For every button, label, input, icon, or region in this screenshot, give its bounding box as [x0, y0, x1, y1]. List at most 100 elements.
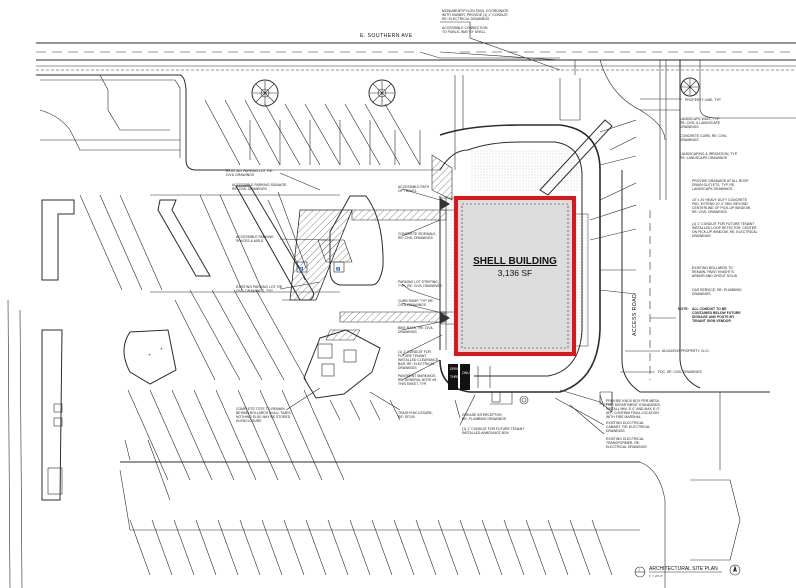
note-landscaping-irrigation: LANDSCAPING & IRRIGATION, TYP. RE: LANDS… — [680, 152, 738, 160]
svg-text:LANDSCAPING & IRRIGATION, TYP.: LANDSCAPING & IRRIGATION, TYP. — [680, 152, 738, 156]
svg-text:ALL CONDUIT TO BE: ALL CONDUIT TO BE — [692, 307, 727, 311]
svg-text:TO PUBLIC WAY BY SHELL: TO PUBLIC WAY BY SHELL — [442, 30, 486, 34]
svg-text:RE: CIVIL DRAWINGS: RE: CIVIL DRAWINGS — [398, 236, 433, 240]
note-parking-striping: PARKING LOT STRIPING, TYP., RE: CIVIL DR… — [398, 280, 443, 288]
note-existing-bollards: EXISTING BOLLARDS TO REMAIN, PAINT KNIGH… — [692, 266, 738, 278]
svg-text:RE: CIVIL DRAWINGS: RE: CIVIL DRAWINGS — [232, 187, 267, 191]
note-pavement-markings: PAVEMENT MARKINGS RE: GENERAL NOTE #9 TH… — [398, 374, 436, 386]
svg-text:ACCESSIBLE PARKING SIGNAGE,: ACCESSIBLE PARKING SIGNAGE, — [232, 183, 287, 187]
note-accessible-spaces: ACCESSIBLE PARKING SPACES & AISLE — [236, 235, 274, 243]
svg-text:GAS SERVICE, RE: PLUMBING: GAS SERVICE, RE: PLUMBING — [692, 288, 742, 292]
note-landscape-wall: LANDSCAPE WALL, TYP. RE: CIVIL & LANDSCA… — [680, 117, 721, 129]
svg-text:MONUMENT/PYLON SIGN, COORDINAT: MONUMENT/PYLON SIGN, COORDINATE — [442, 9, 509, 13]
note-knox-box: PROVIDE KNOX BOX PER MESA FIRE DEPARTMEN… — [606, 399, 661, 419]
note-conduit-loop: (1) 1" CONDUIT FOR FUTURE TENANT INSTALL… — [692, 222, 757, 238]
svg-text:CABINET, RE: ELECTRICAL: CABINET, RE: ELECTRICAL — [606, 425, 650, 429]
svg-text:COMPLETE TOTE TO REMAIN: COMPLETE TOTE TO REMAIN — [236, 407, 285, 411]
landscape-walls — [539, 59, 680, 200]
svg-text:RE: LANDSCAPE DRAWINGS: RE: LANDSCAPE DRAWINGS — [680, 156, 728, 160]
leader-lines — [277, 21, 682, 435]
svg-text:BEHIND BOLLARDS IN ALL TIMES.: BEHIND BOLLARDS IN ALL TIMES. — [236, 411, 292, 415]
svg-text:PAVEMENT MARKINGS: PAVEMENT MARKINGS — [398, 374, 436, 378]
west-pads — [7, 299, 63, 588]
accessible-symbol-icon — [296, 261, 308, 273]
svg-text:PARKING LOT STRIPING,: PARKING LOT STRIPING, — [398, 280, 439, 284]
svg-text:(1) 1" CONDUIT FOR FUTURE TENA: (1) 1" CONDUIT FOR FUTURE TENANT — [462, 427, 524, 431]
svg-text:DRAWINGS: DRAWINGS — [680, 138, 699, 142]
svg-text:DRAWINGS: DRAWINGS — [692, 292, 711, 296]
svg-text:CIVIL DRAWINGS: CIVIL DRAWINGS — [226, 173, 255, 177]
note-existing-parking: EXISTING PARKING LOT, RE: CIVIL DRAWINGS — [226, 169, 273, 177]
drive-thru-text: THRU — [450, 375, 460, 379]
access-road — [621, 60, 796, 561]
note-accessible-connection: ACCESSIBLE CONNECTION TO PUBLIC WAY BY S… — [442, 26, 488, 34]
shell-building: SHELL BUILDING 3,136 SF — [454, 196, 589, 356]
note-accessible-path: ACCESSIBLE PATH OF TRAVEL — [398, 185, 430, 193]
trash-enclosure — [303, 329, 381, 399]
note-concrete-curb: CONCRETE CURB, RE: CIVIL DRAWINGS — [680, 134, 727, 142]
svg-text:LANDSCAPE DRAWINGS: LANDSCAPE DRAWINGS — [692, 187, 733, 191]
svg-text:(1) 1" CONDUIT FOR FUTURE TENA: (1) 1" CONDUIT FOR FUTURE TENANT — [692, 222, 754, 226]
svg-text:NOTE:: NOTE: — [678, 307, 689, 311]
svg-text:♿: ♿ — [336, 266, 341, 271]
accessible-parking-aisle: ♿ ♿ — [289, 209, 353, 301]
svg-text:DRAWINGS: DRAWINGS — [398, 366, 417, 370]
svg-text:TRANSFORMER, RE:: TRANSFORMER, RE: — [606, 441, 640, 445]
svg-text:PROVIDE DRAINAGE AT ALL ROOF: PROVIDE DRAINAGE AT ALL ROOF — [692, 179, 749, 183]
note-conduit-announce: (1) 1" CONDUIT FOR FUTURE TENANT INSTALL… — [462, 427, 524, 435]
building-area: 3,136 SF — [498, 268, 533, 278]
accessible-symbol-icon — [333, 261, 345, 273]
building-outline-highlight — [454, 196, 576, 356]
svg-text:GREASE INTERCEPTOR,: GREASE INTERCEPTOR, — [462, 413, 503, 417]
tree-icons — [251, 77, 700, 107]
svg-text:DRAWINGS: DRAWINGS — [398, 330, 417, 334]
svg-text:INSTALL MIN. 5'-0" AND MAX 6'-: INSTALL MIN. 5'-0" AND MAX 6'-0" — [606, 407, 660, 411]
note-curb-ramp: CURB RAMP, TYP. RE: CIVIL DRAWINGS — [398, 299, 434, 307]
svg-text:WITH OWNER, PROVIDE (1) 1" CON: WITH OWNER, PROVIDE (1) 1" CONDUIT, — [442, 13, 509, 17]
svg-text:PROVIDE KNOX BOX PER MESA: PROVIDE KNOX BOX PER MESA — [606, 399, 660, 403]
svg-text:♿: ♿ — [299, 266, 304, 271]
svg-text:REMAIN, PAINT KNIGHT'S: REMAIN, PAINT KNIGHT'S — [692, 270, 735, 274]
north-arrow-icon — [729, 564, 741, 576]
note-property-line: PROPERTY LINE, TYP. — [685, 98, 722, 102]
drawing-title: ARCHITECTURAL SITE PLAN — [649, 566, 718, 572]
east-street-label: ACCESS ROAD — [632, 294, 638, 336]
svg-text:INSTALLED ANNOUNCE BOX: INSTALLED ANNOUNCE BOX — [462, 431, 510, 435]
svg-text:OF TRAVEL: OF TRAVEL — [398, 189, 417, 193]
svg-text:ACCESSIBLE PARKING: ACCESSIBLE PARKING — [236, 235, 274, 239]
svg-text:LANDSCAPE WALL, TYP.: LANDSCAPE WALL, TYP. — [680, 117, 720, 121]
southern-ave-road — [36, 42, 796, 71]
drive-thru-markings: DRIVE THRU ONLY — [448, 364, 491, 390]
svg-text:EXISTING PARKING LOT, RE:: EXISTING PARKING LOT, RE: — [236, 285, 283, 289]
building-title: SHELL BUILDING — [473, 256, 557, 267]
note-concrete-sidewalk: CONCRETE SIDEWALK, RE: CIVIL DRAWINGS — [398, 232, 437, 240]
svg-text:ON PICK-UP WINDOW, RE: ELECTRI: ON PICK-UP WINDOW, RE: ELECTRICAL — [692, 230, 757, 234]
star-icon: ✶ — [160, 347, 163, 351]
svg-text:RE: GENERAL NOTE #9: RE: GENERAL NOTE #9 — [398, 378, 436, 382]
note-accessible-signage: ACCESSIBLE PARKING SIGNAGE, RE: CIVIL DR… — [232, 183, 287, 191]
svg-text:CIVIL DRAWINGS: CIVIL DRAWINGS — [398, 303, 427, 307]
svg-text:RE: SF100: RE: SF100 — [398, 415, 415, 419]
svg-text:ACCESSIBLE PATH: ACCESSIBLE PATH — [398, 185, 430, 189]
svg-text:IN ENCLOSURE: IN ENCLOSURE — [236, 419, 262, 423]
drawing-number: 1 — [639, 568, 641, 572]
svg-text:ACCESSIBLE CONNECTION: ACCESSIBLE CONNECTION — [442, 26, 488, 30]
svg-text:SPACES & AISLE: SPACES & AISLE — [236, 239, 264, 243]
note-electrical-cabinet: EXISTING ELECTRICAL CABINET, RE: ELECTRI… — [606, 421, 650, 433]
tree-icon — [680, 77, 700, 97]
svg-text:CENTERLINE OF PICK-UP WINDOW,: CENTERLINE OF PICK-UP WINDOW, — [692, 206, 751, 210]
note-conduit-menu: NOTE: ALL CONDUIT TO BE CONTAINED BELOW … — [678, 307, 741, 323]
svg-text:PAD, EXTEND 10'-0" MIN. BEYOND: PAD, EXTEND 10'-0" MIN. BEYOND — [692, 202, 748, 206]
note-gas-service: GAS SERVICE, RE: PLUMBING DRAWINGS — [692, 288, 742, 296]
west-site-lines — [36, 74, 440, 171]
svg-text:CONCRETE CURB, RE: CIVIL: CONCRETE CURB, RE: CIVIL — [680, 134, 727, 138]
svg-text:BIKE RACK, RE: CIVIL: BIKE RACK, RE: CIVIL — [398, 326, 434, 330]
drawing-scale: 1" = 20'-0" — [649, 574, 663, 578]
svg-text:INSTALLED LOOP DETECTOR, CENTE: INSTALLED LOOP DETECTOR, CENTER — [692, 226, 757, 230]
svg-text:RE: PLUMBING DRAWINGS: RE: PLUMBING DRAWINGS — [462, 417, 507, 421]
svg-text:EXISTING BOLLARDS TO: EXISTING BOLLARDS TO — [692, 266, 733, 270]
note-trash-enclosure: TRASH ENCLOSURE, RE: SF100 — [398, 411, 433, 419]
svg-text:TENANT SIGN VENDOR: TENANT SIGN VENDOR — [692, 319, 731, 323]
svg-text:DRAIN OUTLETS, TYP. RE:: DRAIN OUTLETS, TYP. RE: — [692, 183, 735, 187]
svg-text:RE: CIVIL & LANDSCAPE: RE: CIVIL & LANDSCAPE — [680, 121, 721, 125]
